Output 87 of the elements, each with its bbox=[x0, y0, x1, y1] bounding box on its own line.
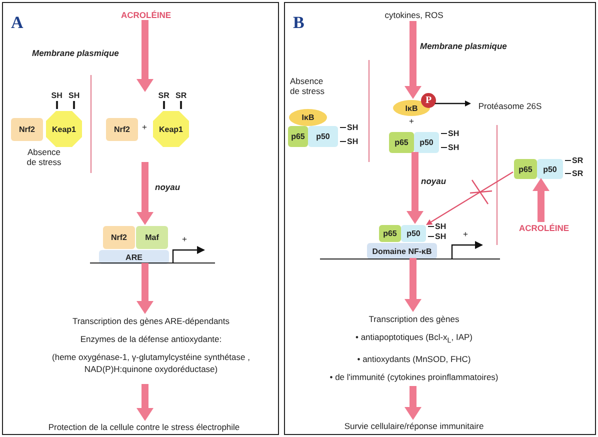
result-text: • antiapoptotiques (Bcl-x$_{L}$, IAP) bbox=[354, 331, 474, 347]
arrow bbox=[136, 263, 154, 314]
thiol-group: SH bbox=[50, 91, 64, 109]
thiol-group: SR bbox=[156, 91, 171, 109]
arrow bbox=[136, 384, 154, 421]
arrow bbox=[404, 386, 422, 420]
result-text: Protéasome 26S bbox=[472, 101, 548, 113]
region-label: noyau bbox=[421, 176, 446, 186]
protein-box bbox=[401, 225, 426, 242]
stimulus-label: ACROLÉINE bbox=[116, 10, 176, 21]
protein-name: Nrf2 bbox=[110, 233, 127, 242]
result-text: Enzymes de la défense antioxydante: bbox=[79, 333, 223, 345]
panel bbox=[284, 2, 596, 435]
thiol-group: SR bbox=[565, 169, 584, 178]
result-text: (heme oxygénase-1, γ-glutamylcystéine synthétase , NAD(P)H:quinone oxydoréductase) bbox=[51, 351, 251, 375]
protein-box bbox=[389, 132, 414, 153]
thiol-group: SH bbox=[67, 91, 82, 109]
thiol-group: SH bbox=[428, 222, 446, 231]
note-label: + bbox=[182, 234, 187, 244]
arrow bbox=[136, 162, 154, 225]
protein-box bbox=[288, 126, 308, 147]
protein-octagon bbox=[46, 111, 82, 147]
panel-letter: B bbox=[293, 13, 304, 33]
protein-name: p50 bbox=[420, 138, 434, 147]
region-label: Membrane plasmique bbox=[420, 41, 507, 51]
protein-name: p65 bbox=[394, 138, 408, 147]
region-label: Membrane plasmique bbox=[32, 48, 119, 58]
phosphate-circle bbox=[421, 93, 436, 108]
protein-ellipse bbox=[289, 109, 327, 126]
panel-letter: A bbox=[11, 13, 24, 33]
protein-box bbox=[379, 225, 401, 242]
protein-box bbox=[99, 250, 169, 264]
arrow bbox=[406, 152, 424, 224]
condition-label: Absence de stress bbox=[26, 147, 62, 167]
protein-box bbox=[537, 159, 563, 179]
protein-name: Keap1 bbox=[52, 124, 76, 134]
result-text: Transcription des gènes bbox=[368, 313, 460, 325]
result-text: Transcription des gènes ARE-dépendants bbox=[71, 315, 231, 327]
protein-name: ARE bbox=[126, 252, 142, 262]
note-label: + bbox=[409, 116, 414, 126]
protein-name: p65 bbox=[291, 132, 305, 141]
thiol-group: SH bbox=[340, 137, 358, 146]
protein-name: IκB bbox=[405, 104, 418, 112]
region-label: noyau bbox=[155, 182, 180, 192]
protein-octagon bbox=[153, 111, 189, 147]
arrow bbox=[426, 171, 514, 225]
thiol-group: SH bbox=[441, 143, 460, 152]
arrow bbox=[532, 178, 550, 222]
note-label: + bbox=[463, 229, 468, 239]
protein-box bbox=[308, 126, 338, 147]
result-text: • antioxydants (MnSOD, FHC) bbox=[356, 352, 472, 365]
thiol-group: SR bbox=[174, 91, 188, 109]
protein-box bbox=[514, 159, 537, 179]
protein-box bbox=[103, 226, 135, 249]
protein-name: Nrf2 bbox=[114, 125, 130, 134]
arrow bbox=[136, 20, 154, 92]
phosphate-label: P bbox=[425, 95, 432, 106]
protein-name: p50 bbox=[406, 229, 420, 238]
arrow bbox=[404, 258, 422, 312]
protein-name: p65 bbox=[518, 164, 532, 174]
protein-box bbox=[11, 118, 43, 141]
condition-label: Absence de stress bbox=[290, 76, 326, 96]
result-text: Survie cellulaire/réponse immunitaire bbox=[319, 421, 509, 434]
note-label: + bbox=[142, 122, 147, 132]
thiol-group: SH bbox=[340, 123, 358, 132]
result-text: Protection de la cellule contre le stress électrophile bbox=[9, 422, 279, 435]
result-text: cytokines, ROS bbox=[376, 10, 452, 22]
stimulus-label: ACROLÉINE bbox=[514, 223, 574, 234]
arrow bbox=[435, 100, 471, 106]
protein-name: Nrf2 bbox=[18, 125, 35, 134]
protein-name: IκB bbox=[302, 113, 314, 122]
thiol-group: SH bbox=[441, 129, 460, 138]
result-text: • de l'immunité (cytokines proinflammatoires) bbox=[328, 370, 500, 383]
protein-name: Maf bbox=[145, 233, 159, 242]
arrow bbox=[404, 21, 422, 99]
protein-box bbox=[367, 243, 437, 259]
protein-name: Domaine NF-κB bbox=[372, 246, 432, 256]
protein-name: p65 bbox=[383, 229, 397, 238]
protein-name: p50 bbox=[543, 164, 557, 174]
protein-name: p50 bbox=[316, 132, 330, 141]
thiol-group: SH bbox=[428, 232, 446, 241]
protein-name: Keap1 bbox=[158, 124, 183, 134]
thiol-group: SR bbox=[565, 156, 584, 165]
protein-box bbox=[106, 118, 138, 141]
protein-box bbox=[136, 226, 168, 249]
protein-box bbox=[414, 132, 439, 153]
panel bbox=[2, 2, 279, 435]
